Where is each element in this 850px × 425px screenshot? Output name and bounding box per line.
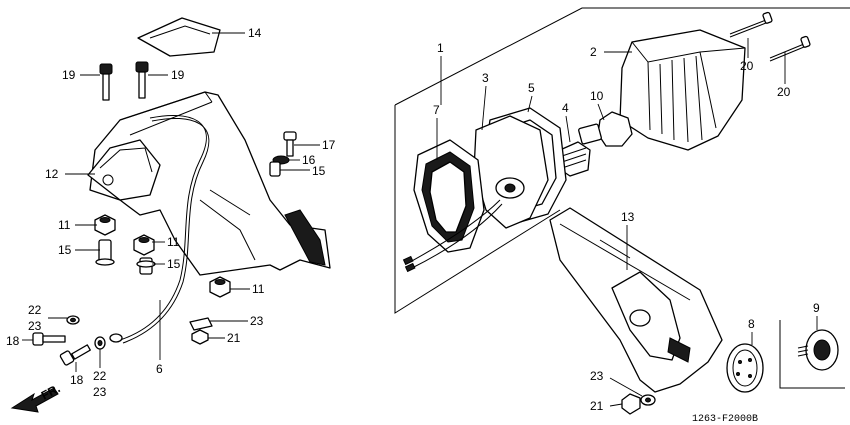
taillight-wires xyxy=(402,199,503,273)
part-22-23-washers-b xyxy=(94,336,106,350)
callout-6: 6 xyxy=(156,362,163,376)
callout-1: 1 xyxy=(437,41,444,55)
callout-23-right: 23 xyxy=(590,369,604,383)
callout-4: 4 xyxy=(562,101,569,115)
part-20-screw-b xyxy=(769,35,811,62)
callout-2: 2 xyxy=(590,45,597,59)
part-14-pad xyxy=(137,17,221,57)
callout-11-c: 11 xyxy=(252,282,265,296)
callout-labels: 14 19 19 12 11 15 11 15 11 17 16 15 6 22… xyxy=(6,26,820,425)
callout-18-a: 18 xyxy=(6,334,20,348)
part-23-clip xyxy=(189,317,213,331)
callout-21-mid: 21 xyxy=(227,331,241,345)
part-11-nut-a xyxy=(94,214,116,236)
callout-8: 8 xyxy=(748,317,755,331)
part-19-bolts xyxy=(99,61,149,101)
callout-15-b: 15 xyxy=(167,257,181,271)
callout-23-bottom: 23 xyxy=(93,385,107,399)
part-11-nut-b xyxy=(133,234,155,256)
callout-20-a: 20 xyxy=(740,59,754,73)
callout-18-b: 18 xyxy=(70,373,84,387)
part-15-collar-c xyxy=(269,161,281,177)
callout-5: 5 xyxy=(528,81,535,95)
callout-22-left: 22 xyxy=(28,303,42,317)
part-8-grommet xyxy=(726,343,764,393)
part-18-bolt-b xyxy=(59,344,91,366)
callout-3: 3 xyxy=(482,71,489,85)
callout-19-left: 19 xyxy=(62,68,76,82)
front-direction-arrow: FR. xyxy=(10,381,62,413)
part-15-collar-a xyxy=(95,239,115,266)
part-12-rear-fender xyxy=(87,91,331,276)
part-20-screw-a xyxy=(729,11,773,38)
callout-11-a: 11 xyxy=(58,218,71,232)
callout-19-right: 19 xyxy=(171,68,185,82)
diagram-code: 1263-F2000B xyxy=(692,414,758,425)
part-15-collar-b xyxy=(136,257,156,275)
part-3-base xyxy=(473,115,549,229)
part-1-group-outline xyxy=(394,7,850,314)
callout-15-a: 15 xyxy=(58,243,72,257)
callout-13: 13 xyxy=(621,210,635,224)
callout-14: 14 xyxy=(248,26,262,40)
callout-17: 17 xyxy=(322,138,336,152)
part-9-box xyxy=(779,320,845,389)
callout-16: 16 xyxy=(302,153,316,167)
callout-15-c: 15 xyxy=(312,164,326,178)
callout-9: 9 xyxy=(813,301,820,315)
callout-12: 12 xyxy=(45,167,59,181)
part-10-bulb xyxy=(578,111,633,147)
part-18-bolt-a xyxy=(32,332,66,346)
callout-23-left: 23 xyxy=(28,319,42,333)
callout-21-right: 21 xyxy=(590,399,604,413)
callout-10: 10 xyxy=(590,89,604,103)
callout-23-mid: 23 xyxy=(250,314,264,328)
part-23-washer-right xyxy=(640,394,656,406)
part-22-23-washers-a xyxy=(66,315,80,325)
part-2-lens xyxy=(619,29,746,151)
callout-11-b: 11 xyxy=(167,235,180,249)
part-7-packing xyxy=(413,139,485,253)
part-21-nut-right xyxy=(621,393,641,415)
part-17-bolt xyxy=(283,131,297,157)
callout-20-b: 20 xyxy=(777,85,791,99)
part-11-nut-c xyxy=(209,276,231,298)
leader-lines xyxy=(22,32,818,407)
part-13-bracket xyxy=(549,207,723,393)
callout-22-bottom: 22 xyxy=(93,369,107,383)
part-21-nut xyxy=(191,329,209,345)
callout-7: 7 xyxy=(433,103,440,117)
